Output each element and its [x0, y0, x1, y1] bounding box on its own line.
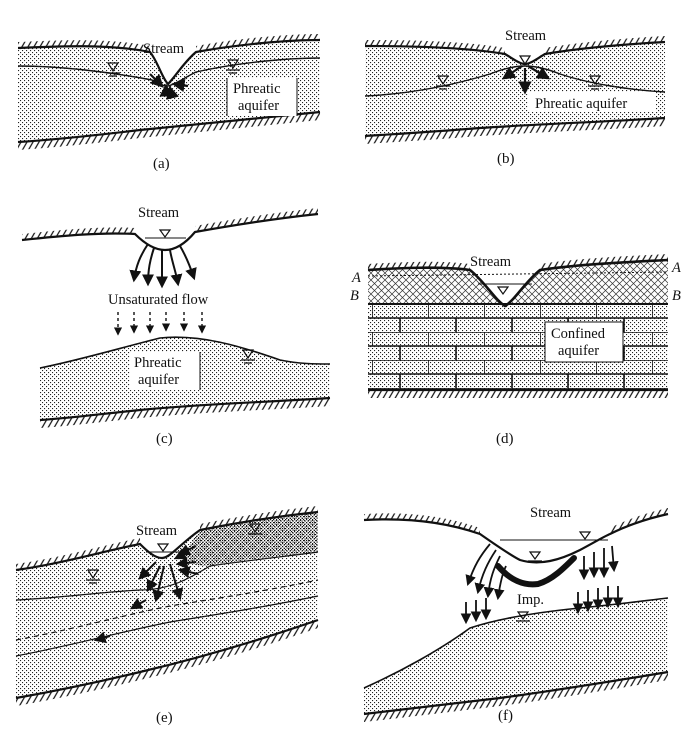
stream-label: Stream: [470, 254, 512, 270]
water-table-symbol: [496, 286, 510, 296]
aquifer-label: aquifer: [138, 372, 179, 388]
panel-caption: (a): [153, 156, 170, 172]
layer-mark-a: A: [351, 270, 361, 286]
imp-label: Imp.: [517, 592, 544, 608]
aquifer-label: aquifer: [558, 343, 599, 359]
aquifer-body: [365, 42, 665, 136]
aquifer-label: Phreatic aquifer: [535, 96, 627, 112]
water-table-symbol: [588, 75, 602, 90]
water-table-symbol: [436, 75, 450, 90]
panel-caption: (e): [156, 710, 173, 726]
panel-c: Stream Unsaturated flow Phreatic aquifer…: [21, 205, 331, 447]
bedrock-hatch: [364, 672, 668, 722]
panel-b: Stream Phreatic aquifer (b): [364, 28, 666, 167]
water-table-symbol: [516, 611, 530, 622]
upper-layer: [182, 512, 318, 566]
layer-mark-b: B: [350, 288, 359, 304]
ground-hatch: [365, 36, 665, 54]
stream-label: Stream: [530, 505, 572, 521]
bedrock-hatch: [18, 112, 320, 150]
bedrock-hatch: [40, 398, 330, 428]
water-table: [363, 597, 669, 689]
water-table-symbol: [578, 531, 592, 541]
water-table: [39, 336, 331, 369]
panel-caption: (d): [496, 431, 514, 447]
aquifer-label-box: [130, 352, 200, 390]
bedrock-hatch: [16, 620, 318, 706]
layer-boundary: [15, 595, 319, 657]
panel-f: Stream Imp. (f): [363, 505, 669, 724]
water-table-symbol: [248, 523, 262, 535]
stream-label: Stream: [505, 28, 547, 44]
layer-mark-b: B: [672, 288, 681, 304]
seepage-arrows: [465, 543, 619, 601]
water-table-symbol: [158, 229, 172, 239]
ground-hatch: [22, 208, 318, 240]
ground-hatch: [18, 34, 320, 52]
impermeable-layer: [495, 555, 577, 588]
water-table-symbol: [528, 551, 542, 562]
flow-arrows: [149, 73, 189, 100]
confining-layer: [368, 260, 668, 306]
stream-label: Stream: [143, 41, 185, 57]
flow-label: Unsaturated flow: [108, 292, 209, 308]
ground-surface: [21, 212, 319, 252]
unsaturated-flow-arrows: [113, 312, 207, 336]
aquifer-label: Phreatic: [233, 81, 281, 97]
bedrock-hatch: [365, 118, 665, 144]
stream-channel: [470, 270, 540, 306]
aquifer-label: Phreatic: [134, 355, 182, 371]
water-table-symbol: [106, 62, 120, 77]
flow-arrows: [93, 544, 199, 644]
aquifer-label-box: [227, 78, 297, 116]
water-table-symbol: [226, 59, 240, 74]
stream-label: Stream: [138, 205, 180, 221]
aquifer-label-box: [528, 92, 656, 112]
layer-mark-a: A: [671, 260, 681, 276]
aquifer-label-box: [544, 321, 624, 363]
infiltration-arrows: [129, 243, 197, 289]
ground-hatch: [16, 506, 318, 570]
panel-e: Stream (e): [15, 506, 319, 726]
recharge-arrows: [460, 586, 624, 625]
aquifer-body: [364, 598, 668, 714]
aquifer-label: aquifer: [238, 98, 279, 114]
stream-label: Stream: [136, 523, 178, 539]
panel-a: Stream Phreatic aquifer (a): [17, 34, 321, 172]
flow-arrows: [501, 65, 551, 95]
water-table-symbol: [156, 543, 170, 553]
layer-boundary-dashed: [15, 579, 319, 641]
bedrock-hatch: [368, 390, 668, 398]
water-table-symbol: [518, 55, 532, 66]
panel-caption: (b): [497, 151, 515, 167]
ground-hatch: [368, 254, 668, 270]
water-table-symbol: [241, 349, 255, 364]
water-table: [364, 65, 666, 97]
water-table-symbol: [86, 569, 100, 584]
panel-d: Stream A B A B Confined aquifer (d): [350, 254, 681, 447]
panel-caption: (f): [498, 708, 513, 724]
panel-caption: (c): [156, 431, 173, 447]
aquifer-label: Confined: [551, 326, 606, 342]
ground-surface: [363, 512, 669, 564]
